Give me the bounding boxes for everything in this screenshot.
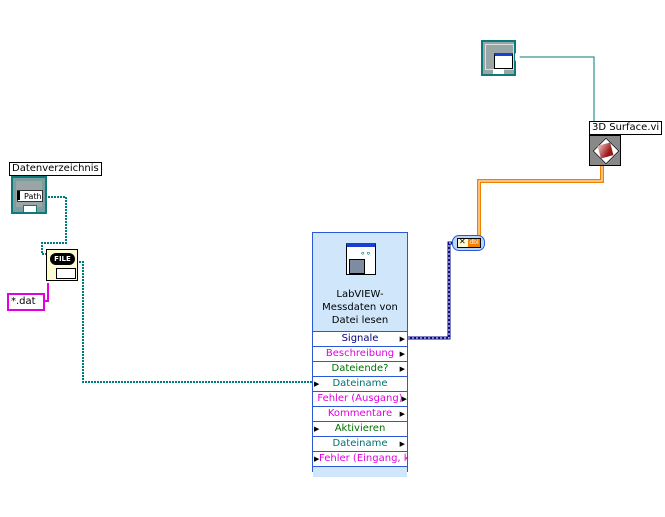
file-dialog-icon[interactable]: FILE [46,249,78,281]
terminal-label: Aktivieren [334,423,386,434]
path-wire-dialog-to-express [79,261,312,383]
output-arrow-icon: ▶ [399,365,405,373]
dbl-array-icon: dbl [468,239,480,247]
signal-dynamic-wire [408,241,455,340]
terminal-beschreibung[interactable]: Beschreibung ▶ [313,346,407,361]
output-arrow-icon: ▶ [399,440,405,448]
terminal-fehler-ausgang[interactable]: Fehler (Ausgang)▶ [313,391,407,406]
output-arrow-icon [515,53,520,61]
terminal-list: Signale▶ Beschreibung▶ Dateiende?▶ ▶Date… [313,331,407,477]
folder-icon [56,268,76,279]
terminal-aktivieren[interactable]: ▶ Aktivieren [313,421,407,436]
title-line-1: LabVIEW- [336,289,384,300]
convert-x-icon: ✕ [459,237,466,246]
terminal-dateiende[interactable]: Dateiende? ▶ [313,361,407,376]
pattern-string-constant[interactable]: *.dat [7,293,45,311]
read-measurement-file-express-vi[interactable]: ∘∘ LabVIEW- Messdaten von Datei lesen Si… [312,232,408,477]
file-badge-text: FILE [50,253,75,265]
terminal-label: Beschreibung [325,348,395,359]
path-control-label: Datenverzeichnis [9,162,102,176]
terminal-kommentare[interactable]: Kommentare ▶ [313,406,407,421]
read-file-icon: ∘∘ [346,243,376,275]
terminal-label: Signale [341,333,379,344]
terminal-signale[interactable]: Signale ▶ [313,331,407,346]
terminal-dateiname-in[interactable]: ▶ Dateiname [313,376,407,391]
input-arrow-icon: ▶ [314,425,320,433]
terminal-label: Dateiname [332,378,388,389]
control-badge-icon [23,205,37,213]
output-arrow-icon: ▶ [399,350,405,358]
refnum-wire [518,56,595,122]
help-window-icon [494,53,513,69]
terminal-label: Fehler (Eingang, k [319,453,407,464]
terminal-label: Dateiname [332,438,388,449]
output-arrow-icon: ▶ [399,335,405,343]
3d-graph-terminal[interactable] [481,40,520,76]
double-array-wire [477,166,604,236]
3d-surface-label: 3D Surface.vi [589,121,663,135]
express-vi-title: LabVIEW- Messdaten von Datei lesen [313,288,407,327]
path-control-terminal[interactable]: Path [11,176,47,214]
title-line-2: Messdaten von [322,302,398,313]
title-line-3: Datei lesen [331,315,389,326]
express-vi-resize-area[interactable] [313,466,407,477]
output-arrow-icon: ▶ [399,410,405,418]
input-arrow-icon: ▶ [314,380,320,388]
3d-surface-subvi-icon[interactable] [589,135,621,166]
path-icon [17,191,20,200]
input-arrow-icon: ▶ [314,455,320,463]
terminal-label: Dateiende? [331,363,389,374]
output-arrow-icon: ▶ [401,395,407,403]
convert-from-dynamic-data-node[interactable]: ✕ dbl [452,235,485,251]
terminal-fehler-eingang[interactable]: ▶Fehler (Eingang, k [313,451,407,466]
terminal-dateiname-out[interactable]: Dateiname ▶ [313,436,407,451]
terminal-badge-icon [493,69,504,74]
terminal-label: Kommentare [327,408,393,419]
path-control-text: Path [17,190,43,202]
terminal-label: Fehler (Ausgang) [317,393,403,404]
